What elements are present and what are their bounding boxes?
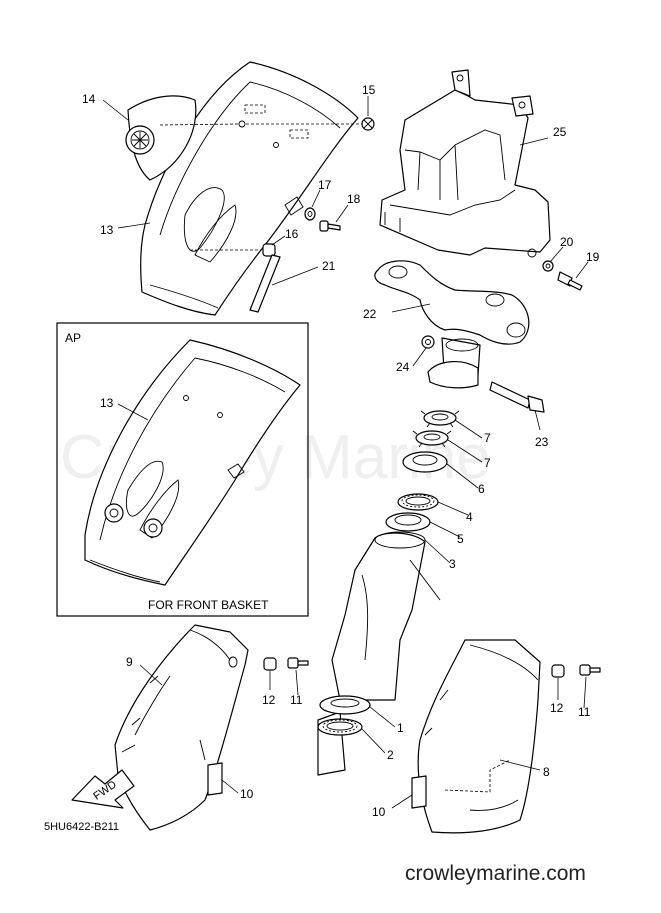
fwd-arrow-icon (71, 769, 135, 809)
callout-14: 14 (82, 92, 96, 106)
collar-16[interactable] (190, 243, 276, 257)
side-panel-8[interactable] (417, 639, 541, 834)
inset-callout-13: 13 (100, 396, 114, 410)
callout-10-left: 10 (240, 787, 254, 801)
nut-24[interactable] (421, 335, 435, 349)
collar-12-left[interactable] (263, 657, 277, 671)
leader-lines (102, 96, 589, 809)
inset-tag: AP (65, 331, 81, 345)
callout-3: 3 (449, 557, 456, 571)
callout-24: 24 (396, 360, 410, 374)
callout-2: 2 (387, 748, 394, 762)
side-panel-9[interactable] (114, 624, 249, 831)
ring-nut-7-upper[interactable] (420, 410, 460, 428)
callout-21: 21 (322, 259, 336, 273)
washer-17[interactable] (304, 207, 316, 221)
callout-7-upper: 7 (484, 431, 491, 445)
callout-10-right: 10 (372, 805, 386, 819)
clip-15[interactable] (246, 117, 375, 131)
handle-crown-22[interactable] (374, 260, 530, 389)
callout-11-left: 11 (290, 693, 303, 707)
callout-13: 13 (100, 223, 114, 237)
bolt-19[interactable] (557, 271, 583, 291)
ball-race-4[interactable] (397, 493, 439, 511)
ball-race-2[interactable] (317, 718, 363, 736)
bolt-23[interactable] (489, 381, 545, 413)
callout-9: 9 (126, 655, 133, 669)
diagram-code: 5HU6422-B211 (44, 821, 119, 833)
emblem-14[interactable] (125, 95, 239, 181)
inset-front-basket (56, 322, 309, 617)
callout-6: 6 (478, 482, 485, 496)
washer-20[interactable] (542, 260, 554, 272)
ring-nut-7-lower[interactable] (412, 430, 452, 448)
bracket-25[interactable] (379, 69, 551, 258)
callout-25: 25 (553, 125, 567, 139)
inset-caption: FOR FRONT BASKET (148, 598, 269, 612)
callout-15: 15 (362, 83, 376, 97)
tape-21[interactable] (249, 254, 281, 313)
callout-5: 5 (457, 532, 464, 546)
callout-18: 18 (347, 192, 361, 206)
callout-11-right: 11 (578, 705, 591, 719)
inset-front-cover-13[interactable] (84, 339, 301, 586)
site-url[interactable]: crowleymarine.com (405, 862, 586, 885)
callout-12-right: 12 (550, 701, 564, 715)
callout-23: 23 (535, 435, 549, 449)
bearing-1[interactable] (319, 695, 371, 715)
bearing-cover-6[interactable] (402, 451, 448, 473)
screw-18[interactable] (319, 220, 341, 232)
collar-12-right[interactable] (551, 664, 565, 678)
callout-7-lower: 7 (484, 456, 491, 470)
screw-11-right[interactable] (579, 664, 601, 676)
callout-17: 17 (318, 178, 332, 192)
callout-16: 16 (285, 227, 299, 241)
tape-10-right[interactable] (411, 775, 427, 809)
callout-19: 19 (586, 250, 600, 264)
callout-22: 22 (363, 307, 377, 321)
callout-12-left: 12 (262, 693, 276, 707)
screw-11-left[interactable] (287, 657, 309, 669)
callout-8: 8 (543, 765, 550, 779)
bearing-5[interactable] (385, 512, 431, 532)
callout-20: 20 (560, 235, 574, 249)
tape-10-left[interactable] (207, 762, 223, 796)
front-cover-13[interactable] (140, 61, 359, 316)
callout-1: 1 (397, 721, 404, 735)
callout-4: 4 (466, 510, 473, 524)
